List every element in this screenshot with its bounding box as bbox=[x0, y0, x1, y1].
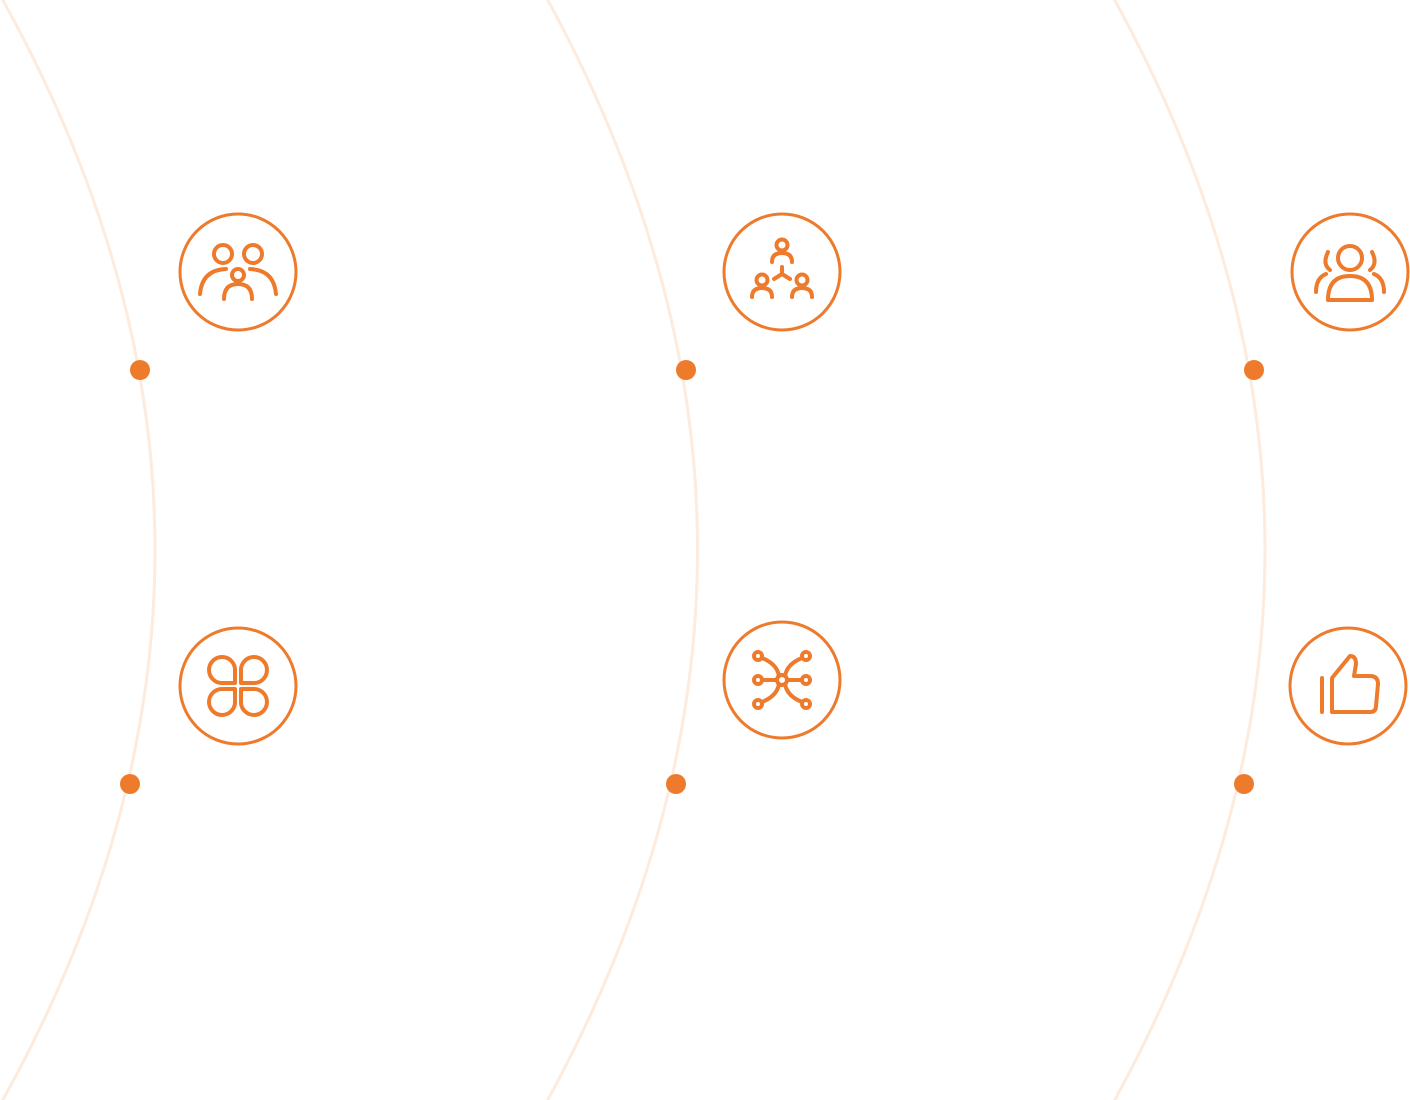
clover-icon bbox=[178, 626, 298, 746]
milestone-dot bbox=[676, 360, 696, 380]
network-people-icon bbox=[722, 212, 842, 332]
dots-layer bbox=[120, 360, 1264, 794]
milestone-dot bbox=[666, 774, 686, 794]
connections-icon bbox=[722, 620, 842, 740]
milestone-dot bbox=[1244, 360, 1264, 380]
thumbs-up-icon bbox=[1288, 626, 1408, 746]
arcs-layer bbox=[1, 0, 1267, 1100]
community-icon bbox=[1290, 212, 1410, 332]
right-arc bbox=[1112, 0, 1267, 1100]
milestone-dot bbox=[120, 774, 140, 794]
middle-arc bbox=[545, 0, 699, 1100]
milestone-dot bbox=[130, 360, 150, 380]
team-group-icon bbox=[178, 212, 298, 332]
left-arc bbox=[1, 0, 157, 1100]
milestone-dot bbox=[1234, 774, 1254, 794]
